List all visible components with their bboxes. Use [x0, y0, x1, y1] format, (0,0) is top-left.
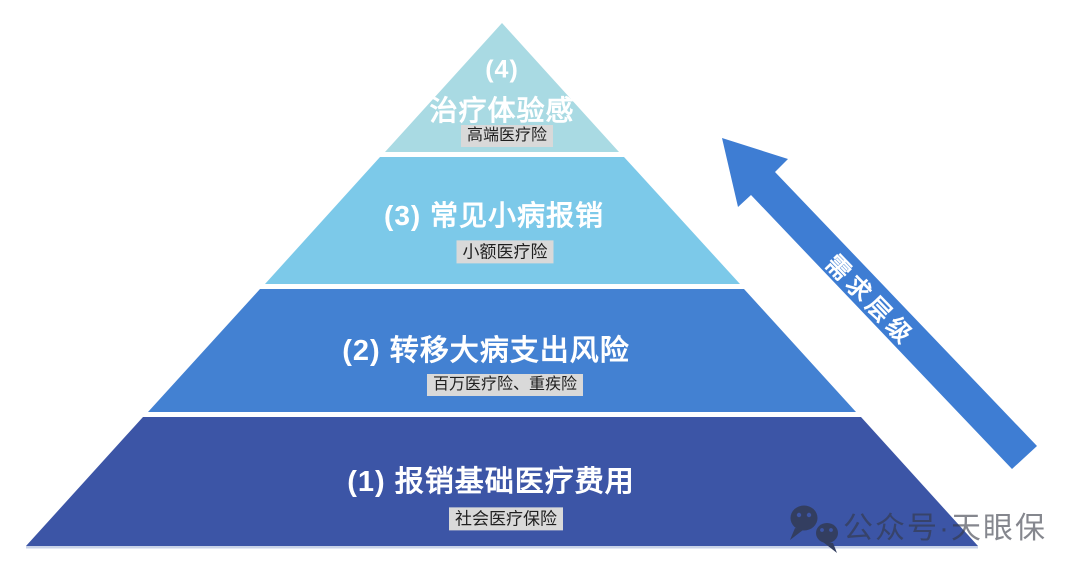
- level-4-number: (4): [485, 55, 519, 84]
- pyramid-level-1-shape: [26, 417, 978, 546]
- wechat-eye: [820, 528, 824, 532]
- wechat-bubble-large-tail: [790, 528, 803, 540]
- level-3-tag: 小额医疗险: [456, 240, 554, 264]
- wechat-bubble-large: [790, 505, 818, 531]
- level-4-title: 治疗体验感: [429, 95, 575, 126]
- pyramid-level-3-shape: [265, 157, 740, 284]
- level-1-title: (1) 报销基础医疗费用: [347, 466, 635, 498]
- level-2-tag: 百万医疗险、重疾险: [426, 374, 584, 396]
- wechat-bubble-small-tail: [823, 542, 837, 553]
- wechat-bubble-small: [816, 523, 838, 543]
- wechat-icon: [790, 505, 838, 553]
- pyramid-level-2-shape: [148, 289, 856, 412]
- watermark-text: 公众号·天眼保: [843, 512, 1047, 545]
- wechat-eye: [796, 512, 802, 518]
- up-arrow: [722, 138, 1037, 469]
- level-4-tag: 高端医疗险: [460, 125, 554, 147]
- level-3-title: (3) 常见小病报销: [383, 200, 605, 231]
- level-2-title: (2) 转移大病支出风险: [342, 335, 630, 367]
- pyramid-level-4-shape: [385, 23, 619, 152]
- wechat-eye: [829, 528, 833, 532]
- wechat-eye: [806, 512, 812, 518]
- pyramid-base-edge: [26, 546, 978, 549]
- level-1-tag: 社会医疗保险: [449, 507, 563, 531]
